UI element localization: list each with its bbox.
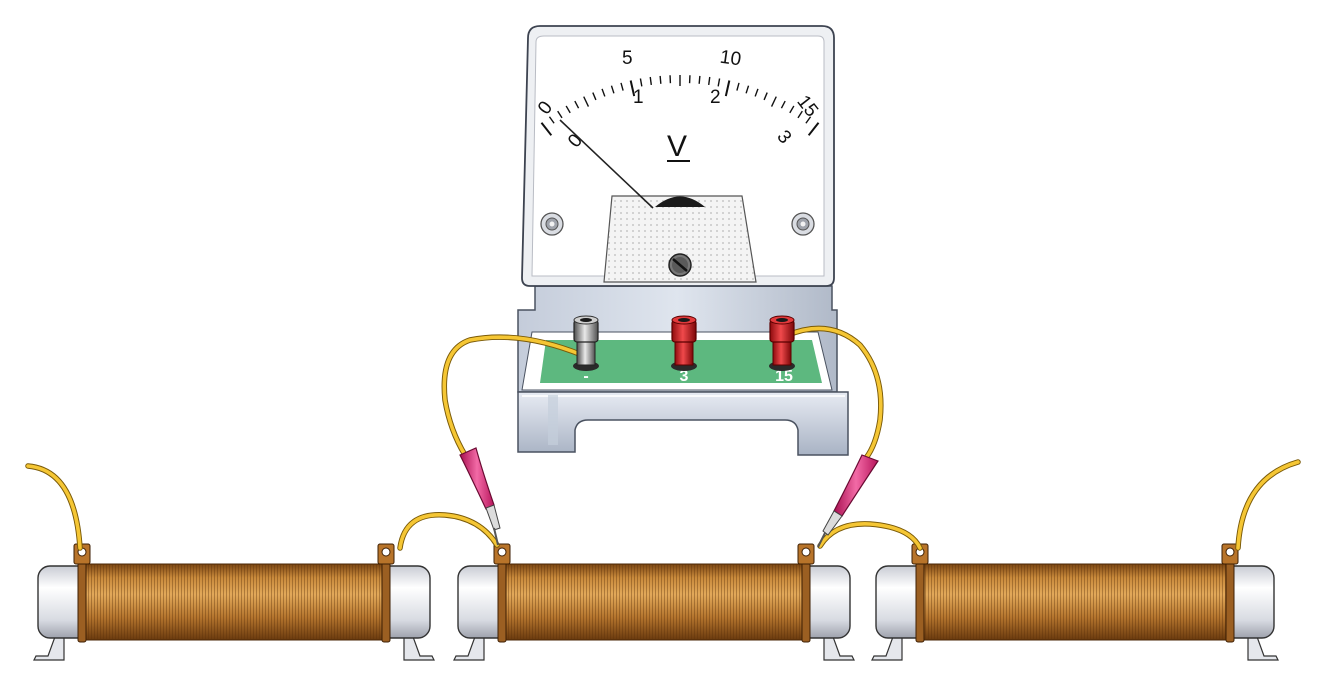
- scale-tick: [601, 88, 606, 97]
- scale-tick: [789, 105, 795, 114]
- scale-tick: [610, 85, 615, 94]
- end-band: [497, 561, 507, 643]
- clip-15v[interactable]: [817, 454, 879, 548]
- unit-label: V: [667, 130, 687, 163]
- scale-tick: [754, 88, 759, 97]
- needle: [559, 119, 654, 209]
- voltmeter: 0 5 10 15 0 1 2 3 V: [517, 25, 849, 456]
- rheostat-terminal[interactable]: [493, 543, 511, 565]
- scale-tick: [807, 122, 820, 136]
- wire-middle-to-right: [817, 521, 923, 551]
- scale-tick: [770, 96, 777, 107]
- scale-tick: [639, 78, 643, 87]
- terminal-negative[interactable]: [573, 315, 599, 371]
- scale-tick: [745, 85, 750, 94]
- end-band: [77, 561, 87, 643]
- terminal-label-3: 3: [680, 368, 689, 385]
- mount-screw-right: [791, 212, 815, 236]
- scale-tick: [659, 75, 662, 84]
- scale-tick: [805, 116, 812, 124]
- scale-ticks: [540, 75, 820, 136]
- end-band: [801, 561, 811, 643]
- scale-tick: [548, 116, 555, 124]
- terminal-label-negative: -: [583, 368, 588, 385]
- rheostat-terminal[interactable]: [377, 543, 395, 565]
- outer-scale-10: 10: [719, 47, 743, 71]
- scale-tick: [717, 78, 721, 87]
- end-band: [1225, 561, 1235, 643]
- wires: [25, 325, 1301, 551]
- mount-screw-left: [540, 212, 564, 236]
- terminal-3v[interactable]: [671, 315, 697, 371]
- scale-tick: [780, 100, 786, 109]
- terminal-15v[interactable]: [769, 315, 795, 371]
- rheostat-terminal[interactable]: [1221, 543, 1239, 565]
- end-band: [915, 561, 925, 643]
- scale-tick: [583, 96, 590, 107]
- scale-tick: [592, 92, 597, 101]
- scale-tick: [698, 75, 701, 84]
- clip-negative[interactable]: [459, 447, 501, 546]
- scale-tick: [540, 122, 553, 136]
- right-rheostat: [871, 543, 1279, 661]
- inner-scale-2: 2: [710, 87, 721, 108]
- outer-scale-5: 5: [622, 48, 633, 69]
- end-band: [381, 561, 391, 643]
- meter-face: 0 5 10 15 0 1 2 3 V: [521, 25, 835, 287]
- terminal-label-15: 15: [775, 368, 793, 385]
- middle-rheostat: [453, 543, 855, 661]
- inner-scale-1: 1: [633, 87, 644, 108]
- left-rheostat: [33, 543, 435, 661]
- resistors: [33, 543, 1279, 661]
- scale-tick: [574, 100, 580, 109]
- rheostat-terminal[interactable]: [797, 543, 815, 565]
- scale-tick: [620, 82, 624, 91]
- scale-tick: [736, 82, 740, 91]
- scale-tick: [763, 92, 768, 101]
- zero-adjust-screw[interactable]: [668, 253, 692, 277]
- scale-tick: [649, 76, 652, 85]
- needle-pivot: [655, 196, 705, 207]
- scale-tick: [557, 110, 563, 119]
- scale-tick: [724, 80, 731, 97]
- scale-tick: [565, 105, 571, 114]
- scale-tick: [797, 110, 803, 119]
- scale-tick: [629, 80, 636, 97]
- scale-tick: [708, 76, 711, 85]
